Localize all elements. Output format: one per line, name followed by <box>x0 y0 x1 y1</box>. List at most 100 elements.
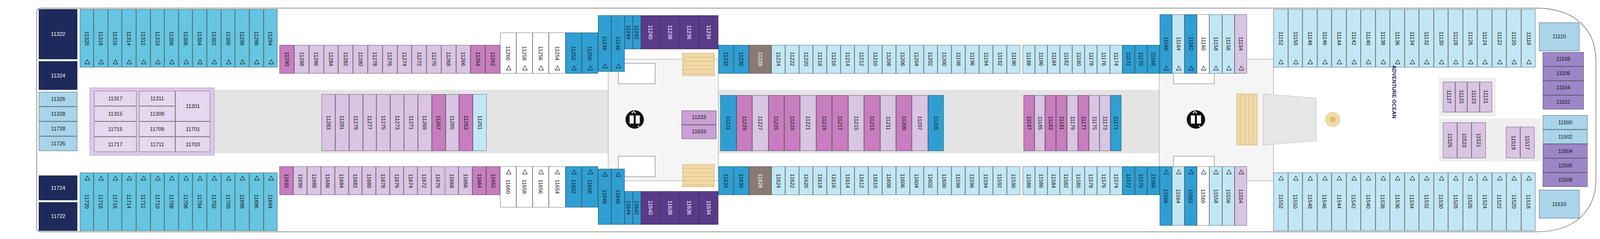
cabin-number: 11183 <box>1047 116 1054 130</box>
cabin-number: 11517 <box>1525 135 1531 150</box>
cabin-box: 11125 <box>1455 81 1468 113</box>
cabin-box: 11258 <box>516 32 533 74</box>
cabin-box: 11221 <box>800 95 816 152</box>
symbol-triangle <box>1188 169 1194 174</box>
cabin-number: 11242 <box>634 24 640 40</box>
cabin-box: 11212 <box>854 44 869 74</box>
cabin-number: 11269 <box>422 115 428 130</box>
cabin-box: 11315 <box>94 106 138 122</box>
cabin-box: 11173 <box>1099 95 1111 152</box>
cabin-box: 11227 <box>752 95 768 152</box>
symbol-triangle <box>1439 59 1444 64</box>
cabin-box: 11718 <box>93 172 108 231</box>
cabin-number: 11582 <box>1063 173 1069 188</box>
cabin-box: 11598 <box>951 166 966 195</box>
cabin-number: 11254 <box>554 45 560 61</box>
cabin-box: 11118 <box>1521 9 1536 68</box>
cabin-box: 11698 <box>234 172 250 231</box>
cabin-number: 11578 <box>1088 173 1094 188</box>
cabin-box: 11562 <box>1184 166 1197 226</box>
cabin-number: 11668 <box>448 173 455 188</box>
cabin-number: 11184 <box>1051 52 1057 66</box>
cabin-box: 11711 <box>138 136 176 152</box>
cabin-number: 11182 <box>1063 52 1069 66</box>
symbol-triangle <box>602 64 608 69</box>
cabin-number: 11227 <box>757 116 763 131</box>
cabin-number: 11534 <box>1409 194 1415 209</box>
cabin-number: 11584 <box>1051 173 1057 188</box>
cabin-box: 11296 <box>249 9 264 68</box>
cabin-box: 11552 <box>1273 172 1289 231</box>
cabin-box: 11178 <box>1084 44 1098 74</box>
cabin-number: 11128 <box>1452 31 1459 46</box>
cabin-box: 11213 <box>864 95 880 152</box>
cabin-box: 11540 <box>1360 172 1376 231</box>
cabin-box: 11174 <box>1109 44 1123 74</box>
cabin-box: 11176 <box>1097 44 1110 74</box>
cabin-box: 11210 <box>868 44 883 74</box>
symbol-triangle <box>555 65 561 71</box>
cabin-number: 11186 <box>1038 52 1044 66</box>
cabin-box: 11622 <box>785 166 800 195</box>
symbol-triangle <box>1526 175 1532 181</box>
symbol-triangle <box>1238 169 1244 174</box>
cabin-number: 11200 <box>941 52 948 67</box>
cabin-number: 11640 <box>647 200 653 215</box>
cabin-box: 11204 <box>909 44 924 74</box>
symbol-triangle <box>587 169 593 174</box>
cabin-number: 11140 <box>1365 31 1371 46</box>
cabin-box: 11198 <box>951 44 966 74</box>
cabin-box: 11618 <box>812 166 827 195</box>
cabin-number: 11213 <box>869 116 875 131</box>
symbol-triangle <box>1308 175 1313 181</box>
cabin-box: 11636 <box>679 191 700 225</box>
symbol-triangle <box>1176 65 1182 71</box>
cabin-box: 11701 <box>175 121 211 137</box>
cabin-number: 11265 <box>449 115 455 130</box>
cabin-number: 11694 <box>267 194 274 209</box>
cabin-number: 11126 <box>1467 31 1473 46</box>
cabin-box: 11202 <box>923 44 938 74</box>
symbol-triangle <box>506 169 512 174</box>
cabin-box: 11252 <box>565 32 582 74</box>
cabin-number: 11301 <box>185 103 201 109</box>
cabin-box: 11121 <box>1479 81 1493 113</box>
cabin-number: 11714 <box>126 194 132 209</box>
cabin-number: 11674 <box>407 173 414 188</box>
cabin-number: 11564 <box>1175 188 1182 203</box>
symbol-triangle <box>1163 169 1169 174</box>
cabin-box: 11220 <box>799 44 813 74</box>
cabin-box: 11674 <box>403 166 418 195</box>
cabin-number: 11275 <box>380 115 386 130</box>
cabin-box: 11265 <box>445 94 460 152</box>
cabin-number: 11711 <box>150 141 165 148</box>
cabin-box: 11110 <box>1538 22 1580 52</box>
cabin-number: 11244 <box>626 24 632 40</box>
cabin-box: 11127 <box>1442 81 1456 113</box>
symbol-triangle <box>1176 169 1182 174</box>
symbol-triangle <box>212 59 217 64</box>
cabin-number: 11500 <box>1557 119 1573 126</box>
cabin-box: 11586 <box>1034 166 1048 195</box>
cabin-box: 11640 <box>640 191 661 225</box>
cabin-number: 11234 <box>705 24 712 40</box>
cabin-number: 11198 <box>955 52 961 66</box>
cabin-box: 11614 <box>840 166 855 195</box>
cabin-box: 11152 <box>1273 9 1289 68</box>
cabin-number: 11632 <box>723 173 729 188</box>
cabin-number: 11700 <box>225 194 231 209</box>
cabin-number: 11215 <box>853 116 859 131</box>
cabin-box: 11692 <box>279 166 294 195</box>
cabin-box: 11260 <box>500 32 517 74</box>
cabin-number: 11304 <box>197 31 203 46</box>
symbol-triangle <box>1409 59 1415 64</box>
cabin-number: 11202 <box>928 52 934 67</box>
cabin-number: 11278 <box>372 52 378 67</box>
symbol-triangle <box>1468 59 1473 64</box>
symbol-triangle <box>571 65 577 71</box>
cabin-box: 11650 <box>581 166 598 207</box>
cabin-number: 11588 <box>1025 173 1032 188</box>
cabin-box: 11560 <box>1196 166 1210 226</box>
cabin-number: 11262 <box>490 52 496 67</box>
cabin-number: 11148 <box>1307 31 1313 46</box>
